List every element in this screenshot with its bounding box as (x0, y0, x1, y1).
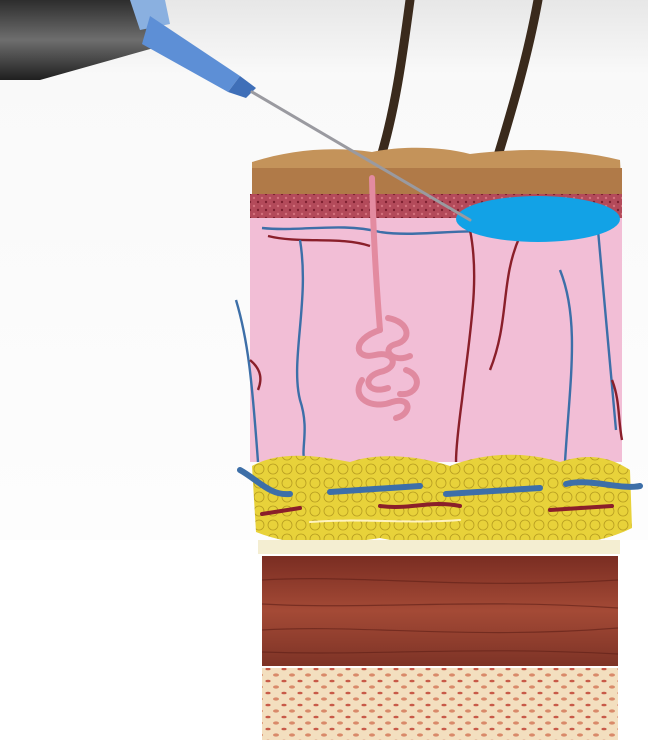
epidermis-layer (252, 168, 622, 196)
hypodermis-fat-layer (252, 455, 632, 545)
muscle-layer (262, 556, 618, 666)
fascia-layer (258, 540, 620, 554)
bone-layer (262, 668, 618, 740)
dermis-layer (250, 218, 622, 462)
injection-bolus (456, 196, 620, 242)
